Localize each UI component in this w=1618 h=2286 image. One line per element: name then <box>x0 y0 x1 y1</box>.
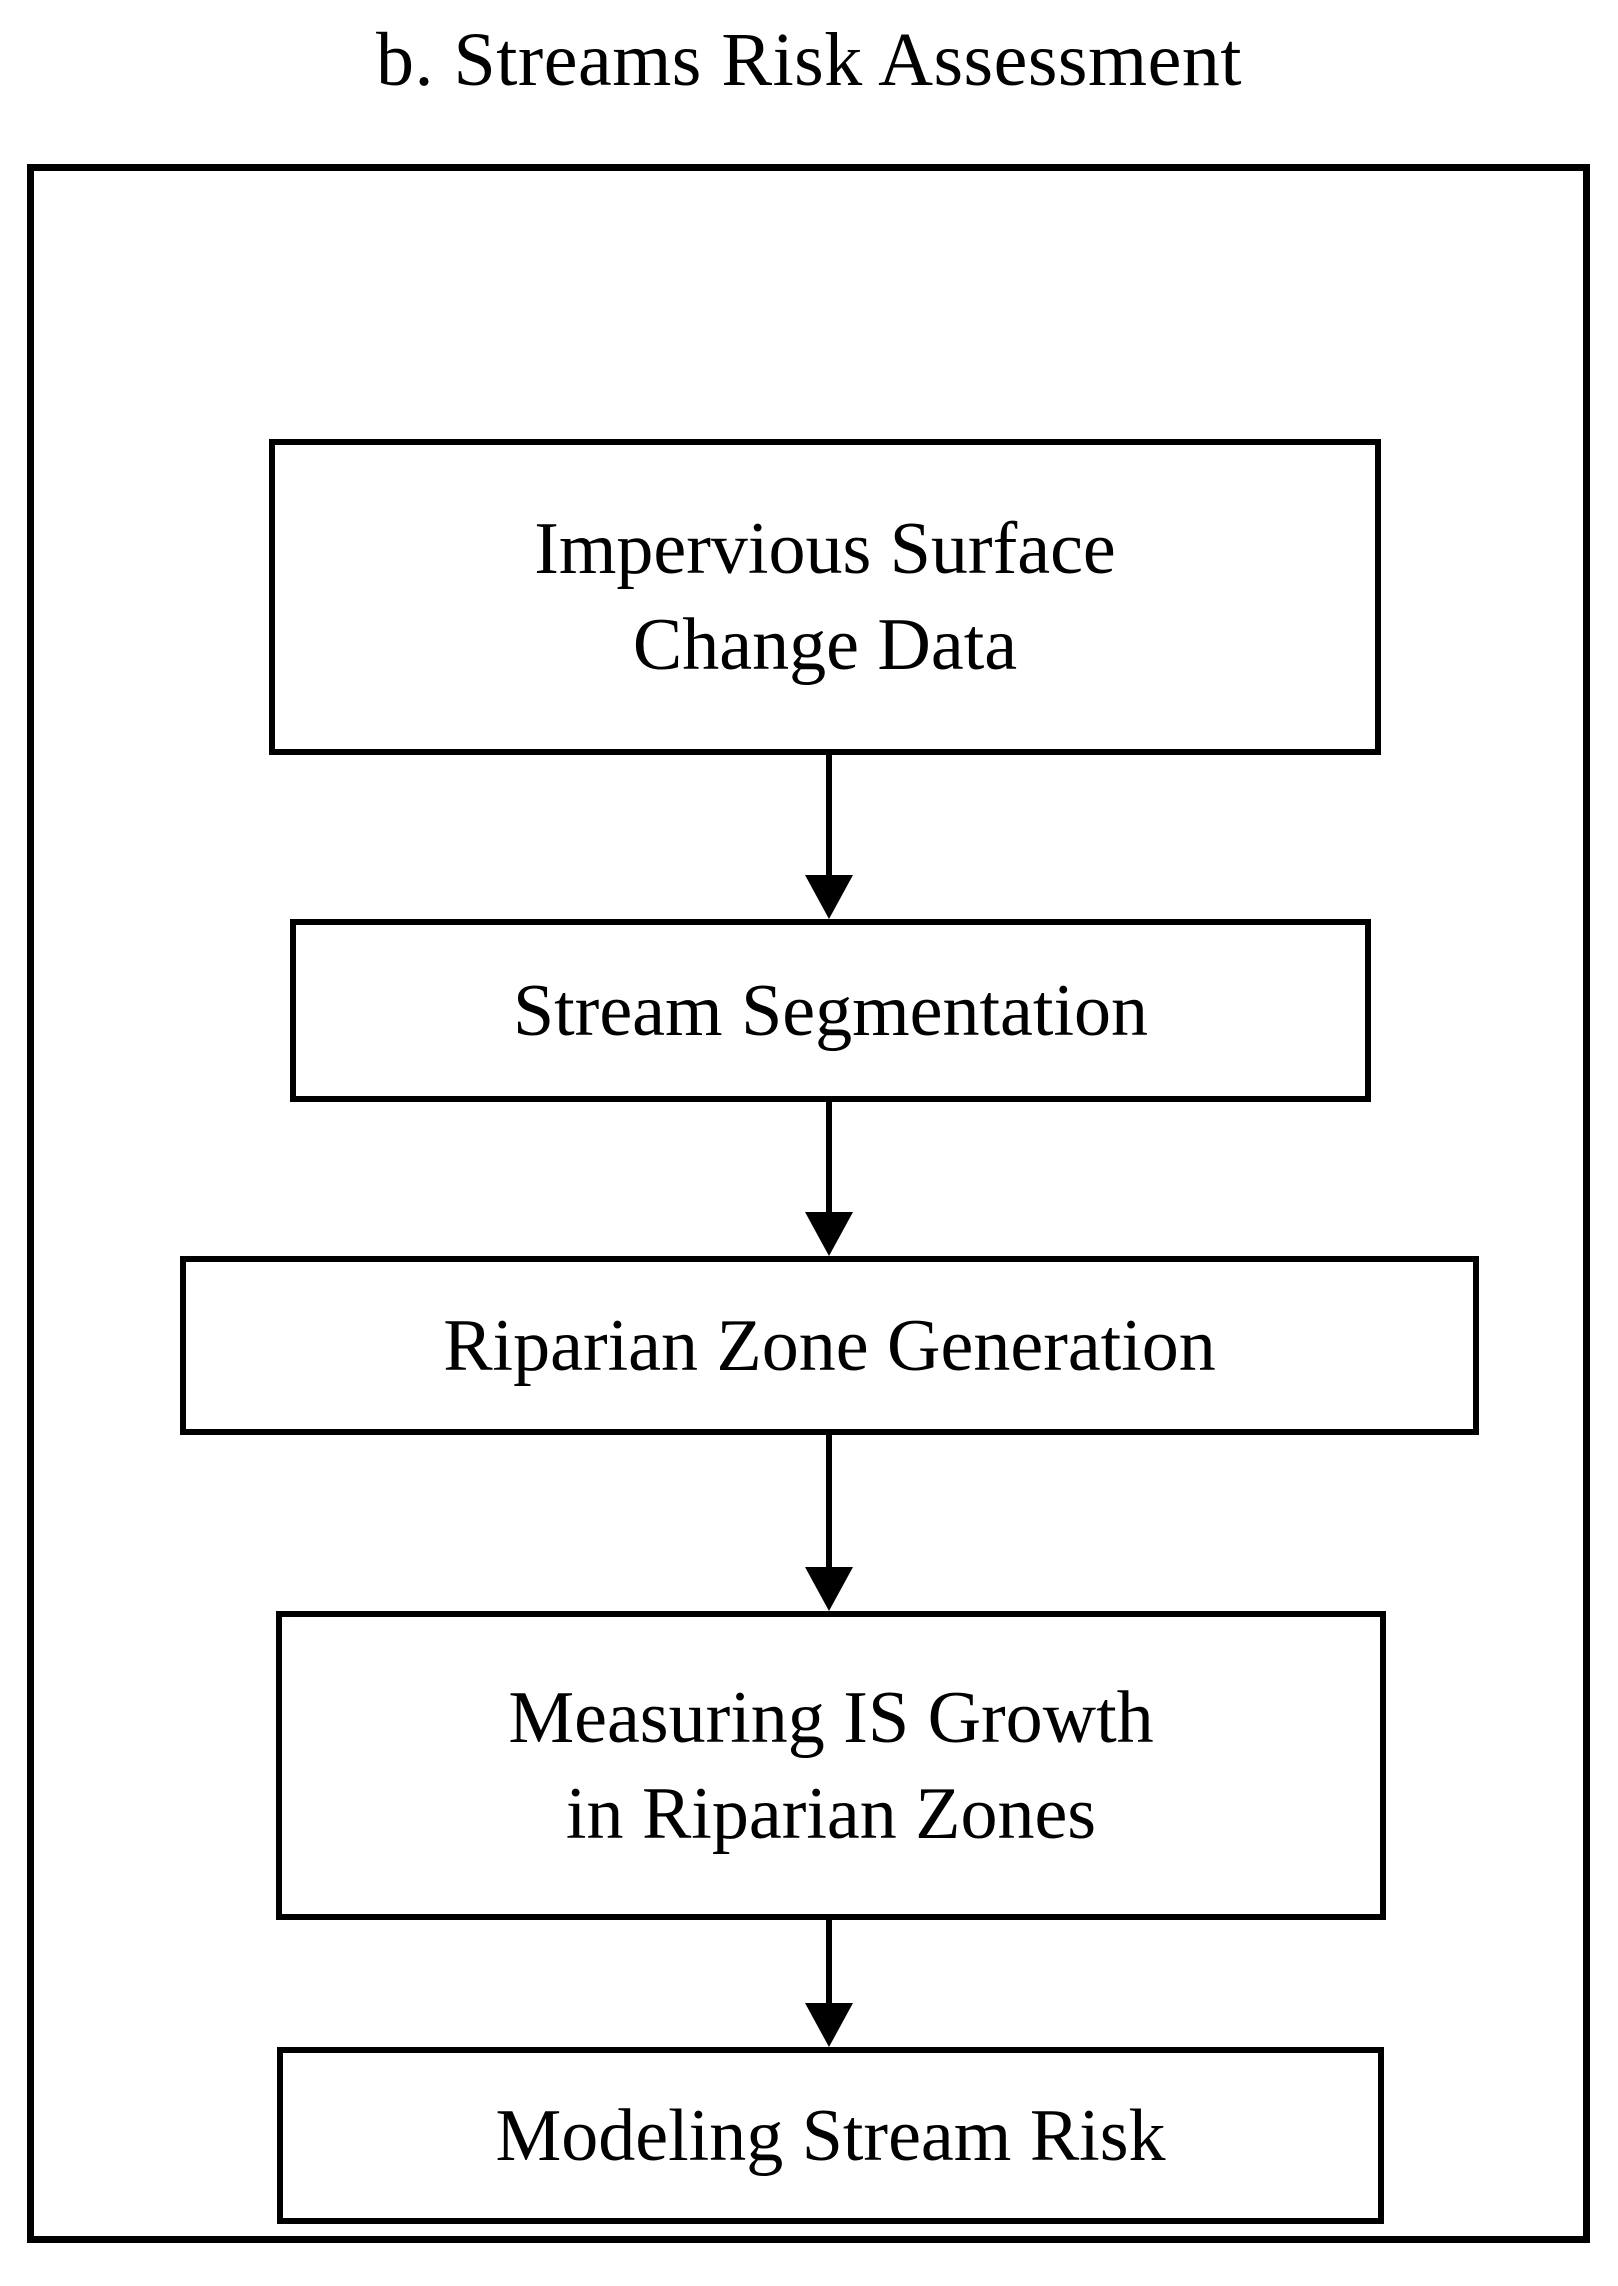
flowchart-node-label: Impervious Surface Change Data <box>534 508 1116 686</box>
arrow-head-down-icon <box>805 1212 853 1256</box>
arrow-head-down-icon <box>805 2003 853 2047</box>
arrow-shaft <box>826 755 832 879</box>
arrow-shaft <box>826 1101 832 1215</box>
flowchart-node-modeling-stream-risk[interactable]: Modeling Stream Risk <box>277 2047 1384 2224</box>
flowchart-node-label: Measuring IS Growth in Riparian Zones <box>508 1676 1154 1855</box>
flowchart-node-stream-segmentation[interactable]: Stream Segmentation <box>290 919 1371 1102</box>
flowchart-node-label: Modeling Stream Risk <box>495 2094 1166 2177</box>
flowchart-frame: Impervious Surface Change Data Stream Se… <box>27 164 1590 2243</box>
arrow-shaft <box>826 1434 832 1570</box>
flowchart-node-riparian-zone-generation[interactable]: Riparian Zone Generation <box>180 1256 1479 1435</box>
figure-title: b. Streams Risk Assessment <box>376 18 1242 102</box>
arrow-head-down-icon <box>805 1567 853 1611</box>
arrow-head-down-icon <box>805 875 853 919</box>
arrow-shaft <box>826 1919 832 2007</box>
flowchart-node-measuring-is-growth-in-riparian-zones[interactable]: Measuring IS Growth in Riparian Zones <box>276 1611 1386 1920</box>
flowchart-node-label: Riparian Zone Generation <box>443 1304 1216 1387</box>
flowchart-node-label: Stream Segmentation <box>512 969 1149 1052</box>
flowchart-node-impervious-surface-change-data[interactable]: Impervious Surface Change Data <box>269 439 1381 755</box>
